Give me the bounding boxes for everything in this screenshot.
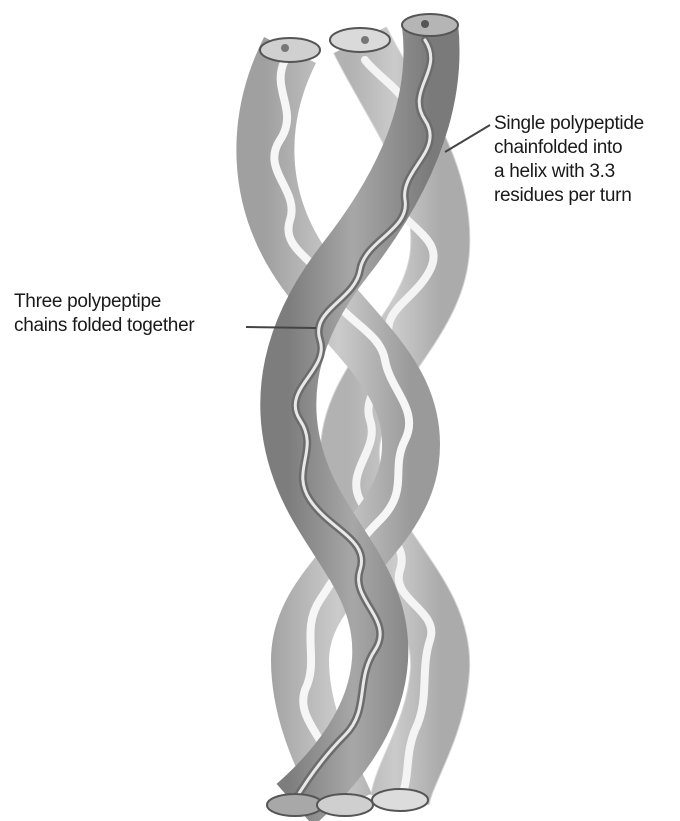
single-chain-label-line-4: residues per turn (494, 184, 644, 208)
three-chains-label-line-1: Three polypeptipe (14, 290, 194, 314)
three-chains-label: Three polypeptipe chains folded together (14, 290, 194, 338)
single-chain-label-line-2: chainfolded into (494, 136, 644, 160)
three-chains-label-line-2: chains folded together (14, 314, 194, 338)
leader-line-single-chain (445, 125, 490, 152)
single-chain-label-line-1: Single polypeptide (494, 112, 644, 136)
leader-line-three-chains (246, 327, 316, 328)
single-chain-label: Single polypeptide chainfolded into a he… (494, 112, 644, 208)
single-chain-label-line-3: a helix with 3.3 (494, 160, 644, 184)
